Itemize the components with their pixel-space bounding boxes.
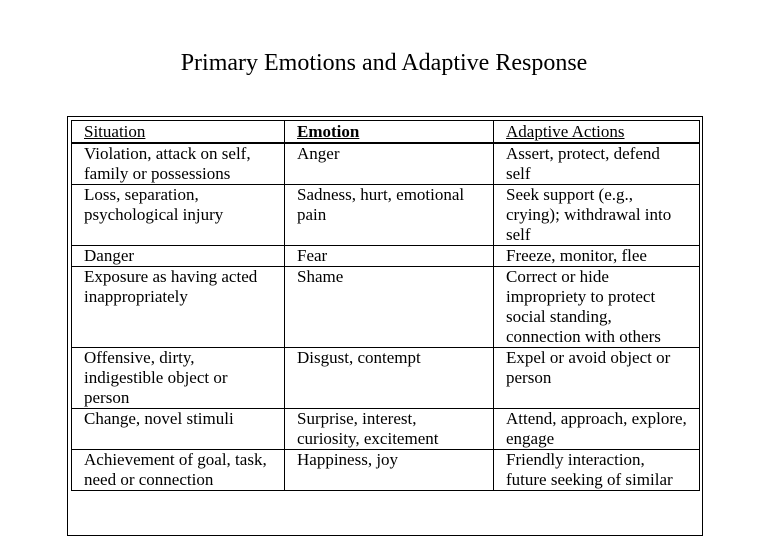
emotion-cell: Fear bbox=[284, 245, 494, 267]
table-row: Change, novel stimuli Surprise, interest… bbox=[71, 408, 700, 450]
situation-cell: Loss, separation, psychological injury bbox=[71, 184, 285, 246]
actions-cell: Seek support (e.g., crying); withdrawal … bbox=[493, 184, 700, 246]
actions-cell: Freeze, monitor, flee bbox=[493, 245, 700, 267]
emotion-cell: Happiness, joy bbox=[284, 449, 494, 491]
situation-cell: Danger bbox=[71, 245, 285, 267]
emotion-cell: Surprise, interest, curiosity, excitemen… bbox=[284, 408, 494, 450]
emotion-cell: Shame bbox=[284, 266, 494, 348]
document-title: Primary Emotions and Adaptive Response bbox=[180, 50, 588, 76]
situation-cell: Change, novel stimuli bbox=[71, 408, 285, 450]
actions-cell: Expel or avoid object or person bbox=[493, 347, 700, 409]
table-row: Danger Fear Freeze, monitor, flee bbox=[71, 245, 700, 267]
table-row: Violation, attack on self, family or pos… bbox=[71, 142, 700, 185]
emotion-cell: Anger bbox=[284, 142, 494, 185]
emotion-cell: Disgust, contempt bbox=[284, 347, 494, 409]
actions-cell: Correct or hide impropriety to protect s… bbox=[493, 266, 700, 348]
situation-cell: Offensive, dirty, indigestible object or… bbox=[71, 347, 285, 409]
table-header-row: Situation Emotion Adaptive Actions bbox=[71, 120, 700, 144]
situation-cell: Exposure as having acted inappropriately bbox=[71, 266, 285, 348]
header-emotion: Emotion bbox=[284, 120, 494, 144]
table-row: Offensive, dirty, indigestible object or… bbox=[71, 347, 700, 409]
emotion-cell: Sadness, hurt, emotional pain bbox=[284, 184, 494, 246]
actions-cell: Assert, protect, defend self bbox=[493, 142, 700, 185]
header-situation: Situation bbox=[71, 120, 285, 144]
situation-cell: Violation, attack on self, family or pos… bbox=[71, 142, 285, 185]
table-row: Loss, separation, psychological injury S… bbox=[71, 184, 700, 246]
actions-cell: Friendly interaction, future seeking of … bbox=[493, 449, 700, 491]
header-adaptive-actions: Adaptive Actions bbox=[493, 120, 700, 144]
table-row: Exposure as having acted inappropriately… bbox=[71, 266, 700, 348]
emotions-table: Situation Emotion Adaptive Actions Viola… bbox=[71, 120, 700, 491]
table-row: Achievement of goal, task, need or conne… bbox=[71, 449, 700, 491]
situation-cell: Achievement of goal, task, need or conne… bbox=[71, 449, 285, 491]
actions-cell: Attend, approach, explore, engage bbox=[493, 408, 700, 450]
